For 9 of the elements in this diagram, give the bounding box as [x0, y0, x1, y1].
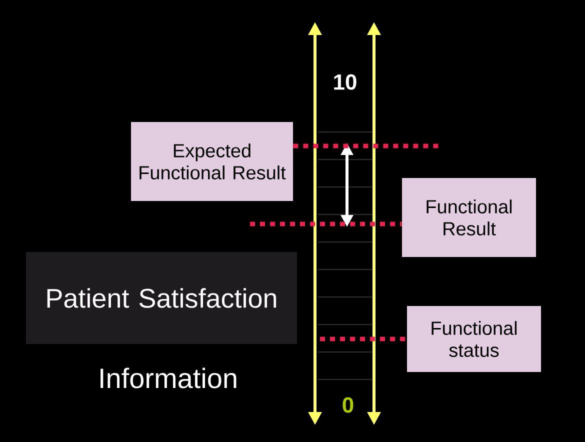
- scale-value: 0: [342, 397, 354, 413]
- scale-value: 10: [334, 74, 356, 90]
- dotted-line: [250, 222, 402, 226]
- text-panel: Patient Satisfaction: [26, 252, 297, 344]
- dotted-line: [293, 144, 440, 148]
- label-box: Functional status: [407, 306, 541, 372]
- dotted-line: [320, 336, 407, 342]
- label-box: Functional Result: [402, 178, 536, 257]
- label-box: Expected Functional Result: [131, 122, 293, 201]
